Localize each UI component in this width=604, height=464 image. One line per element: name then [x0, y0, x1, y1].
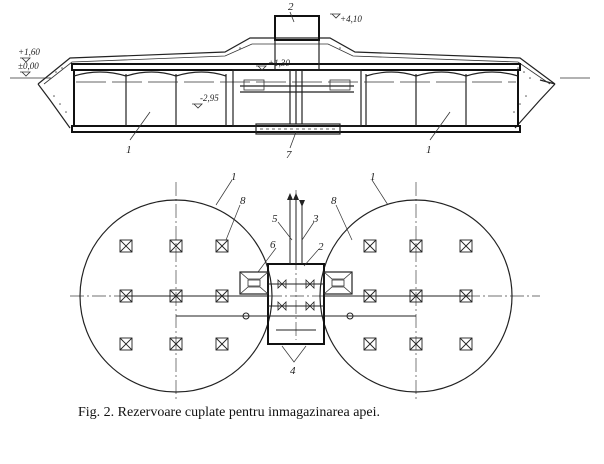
plan-label-reservoir-left: 1: [231, 171, 237, 183]
elevation-inner: +1,30: [268, 58, 290, 68]
technical-drawing: 2 1 1 7 +4,10 +1,60 ±0,00 +1,30 -2,95: [10, 1, 590, 400]
label-chamber: 2: [288, 1, 294, 13]
side-chamber-left: [239, 271, 269, 295]
soil-hatching: [49, 47, 531, 113]
embankment-slope-right: [514, 83, 556, 129]
roof-slab: [71, 63, 521, 71]
elevation-left-upper: +1,60: [18, 47, 40, 57]
label-reservoir-right: 1: [426, 144, 432, 156]
embankment-inner-profile: [43, 43, 551, 85]
embankment-slope-left: [37, 83, 71, 129]
columns-left: [119, 239, 229, 351]
elevation-bottom: -2,95: [200, 93, 219, 103]
reservoir-circle-right: [319, 199, 513, 393]
chamber-tower: [274, 15, 320, 41]
leader-chamber: [289, 11, 295, 23]
pipe-end-left: [242, 312, 250, 320]
embankment-profile: [37, 37, 556, 85]
elevation-marks: [20, 13, 341, 109]
plan-label-column-left: 8: [240, 195, 246, 207]
chamber-pipes: [240, 70, 354, 124]
plan-label-reservoir-right: 1: [370, 171, 376, 183]
leader-reservoir-right: [429, 111, 451, 141]
section-columns: [73, 71, 519, 126]
hatch-left: [247, 279, 261, 287]
plan-label-pipe-3: 3: [312, 213, 319, 225]
reservoir-circle-left: [79, 199, 273, 393]
axis-lines: [70, 182, 540, 400]
section-view: 2 1 1 7 +4,10 +1,60 ±0,00 +1,30 -2,95: [10, 1, 590, 161]
hatch-right: [331, 279, 345, 287]
flow-arrows: [287, 193, 305, 207]
plan-label-pipe-5: 5: [272, 213, 278, 225]
side-chamber-right-detail: [323, 271, 353, 295]
valves: [277, 279, 315, 311]
side-chamber-left-detail: [239, 271, 269, 295]
side-chamber-right: [323, 271, 353, 295]
plan-leaders: [215, 179, 389, 363]
pipe-gallery: [255, 123, 341, 135]
valve-chamber: [232, 69, 362, 127]
plan-label-chamber-6: 6: [270, 239, 276, 251]
elevation-top: +4,10: [340, 14, 362, 24]
plan-label-pipes-4: 4: [290, 365, 296, 377]
distribution-pipes: [126, 200, 470, 331]
plan-label-chamber: 2: [318, 241, 324, 253]
plan-view: 1 1 8 8 5 3 2 6 4: [70, 171, 540, 400]
leader-reservoir-left: [129, 111, 151, 141]
plan-label-column-right: 8: [331, 195, 337, 207]
figure-caption: Fig. 2. Rezervoare cuplate pentru inmaga…: [78, 405, 381, 420]
leader-gallery: [289, 131, 297, 149]
elevation-left-lower: ±0,00: [18, 61, 39, 71]
columns-right: [363, 239, 473, 351]
pipe-end-right: [346, 312, 354, 320]
label-reservoir-left: 1: [126, 144, 132, 156]
label-pipe-gallery: 7: [286, 149, 292, 161]
